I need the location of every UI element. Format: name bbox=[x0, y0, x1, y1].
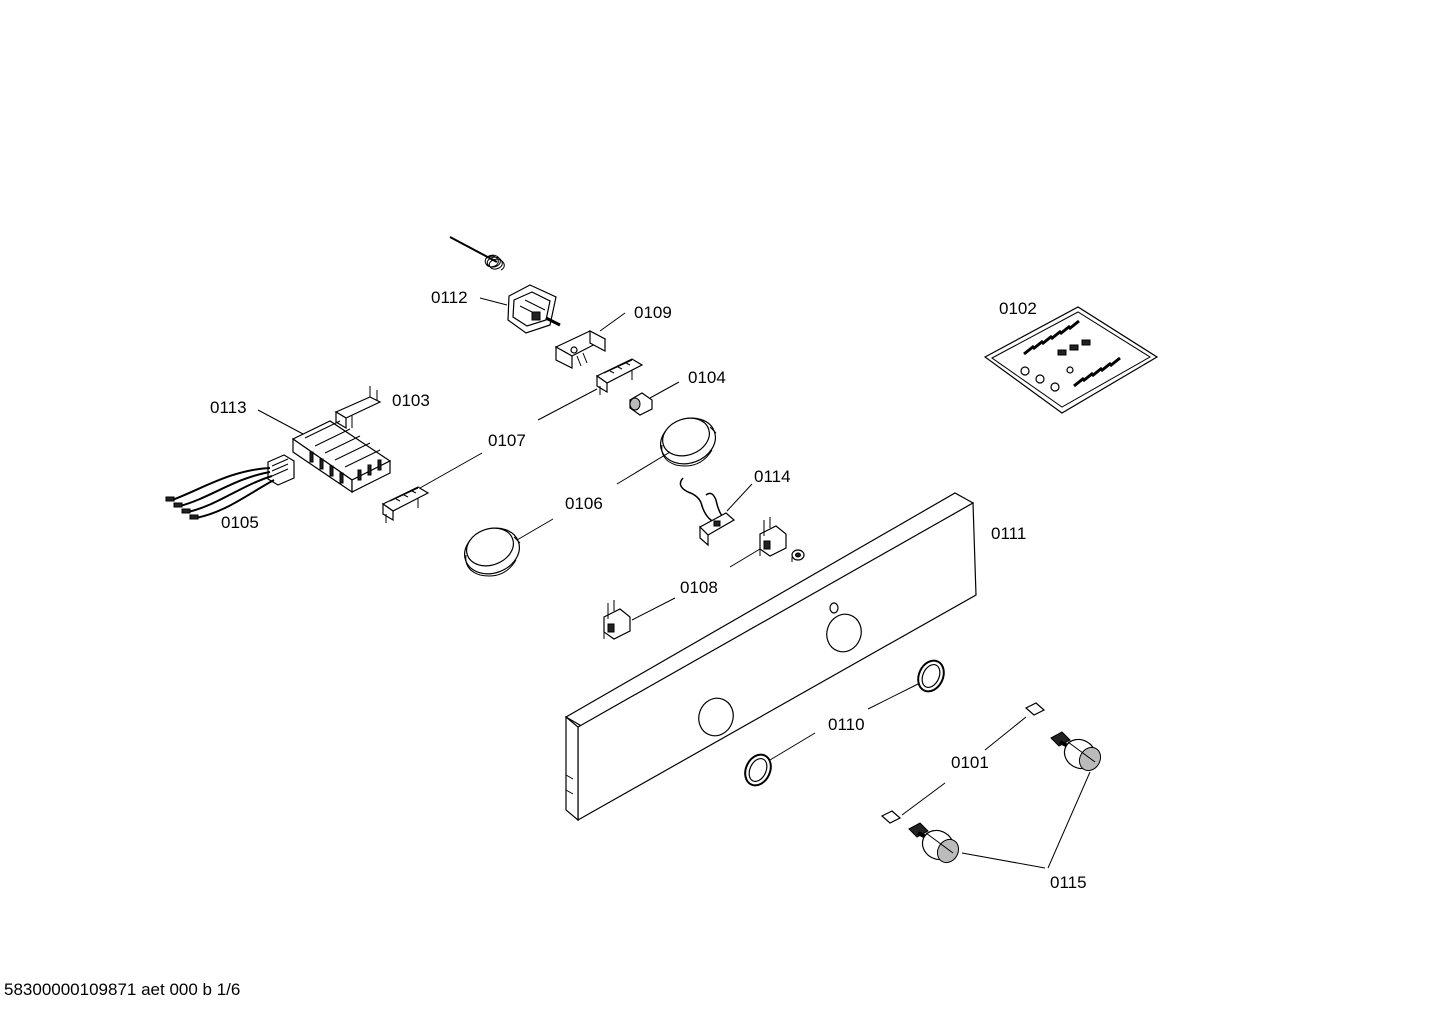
part-0101-clip-lower[interactable] bbox=[880, 810, 902, 824]
label-0107: 0107 bbox=[488, 431, 526, 450]
part-0106-bezel-upper[interactable] bbox=[654, 411, 722, 471]
label-0109: 0109 bbox=[634, 303, 672, 322]
part-0101-clip-upper[interactable] bbox=[1024, 702, 1046, 716]
part-0114-sensor-board[interactable]: 0114 bbox=[679, 467, 791, 547]
document-code: 58300000109871 aet 000 b 1/6 bbox=[4, 980, 241, 999]
part-0109-bracket[interactable]: 0109 bbox=[554, 303, 672, 369]
label-0114: 0114 bbox=[754, 467, 791, 486]
part-0103-bracket[interactable]: 0103 bbox=[334, 386, 430, 430]
label-0102: 0102 bbox=[999, 299, 1037, 318]
part-0107-clip-lower[interactable]: 0107 bbox=[381, 388, 598, 523]
part-0111-control-panel[interactable]: 0111 bbox=[564, 492, 1026, 822]
label-0101: 0101 bbox=[951, 753, 989, 772]
label-0115: 0115 bbox=[1050, 873, 1087, 892]
label-0111: 0111 bbox=[991, 524, 1026, 543]
part-0102-screw-bag[interactable]: 0102 bbox=[983, 299, 1159, 414]
label-0108: 0108 bbox=[680, 578, 718, 597]
part-0110-ring-upper[interactable] bbox=[913, 656, 948, 695]
part-0105-wire-harness[interactable]: 0105 bbox=[165, 454, 295, 532]
part-0106-bezel-lower[interactable]: 0106 bbox=[458, 451, 671, 581]
part-0112-thermostat[interactable]: 0112 bbox=[431, 236, 561, 334]
label-0103: 0103 bbox=[392, 391, 430, 410]
part-0104-lamp[interactable]: 0104 bbox=[629, 368, 726, 416]
label-0113: 0113 bbox=[210, 398, 247, 417]
part-0115-knob-lower[interactable] bbox=[908, 822, 963, 866]
label-0105: 0105 bbox=[221, 513, 259, 532]
label-0104: 0104 bbox=[688, 368, 726, 387]
part-0115-knob-upper[interactable] bbox=[1050, 731, 1105, 774]
part-0108-clip-upper[interactable] bbox=[759, 517, 805, 562]
screws-row-bottom bbox=[1073, 356, 1121, 388]
washers bbox=[1020, 366, 1074, 392]
label-0112: 0112 bbox=[431, 288, 468, 307]
label-0110: 0110 bbox=[828, 715, 865, 734]
part-0110-ring-lower[interactable] bbox=[740, 750, 775, 789]
screws-row-top bbox=[1023, 319, 1080, 356]
label-0106: 0106 bbox=[565, 494, 603, 513]
part-0108-clip-lower[interactable]: 0108 bbox=[603, 548, 761, 640]
screws-row-middle bbox=[1057, 339, 1091, 356]
part-0107-clip-upper[interactable] bbox=[595, 358, 644, 395]
part-0113-terminal-strip[interactable]: 0113 bbox=[210, 398, 392, 494]
